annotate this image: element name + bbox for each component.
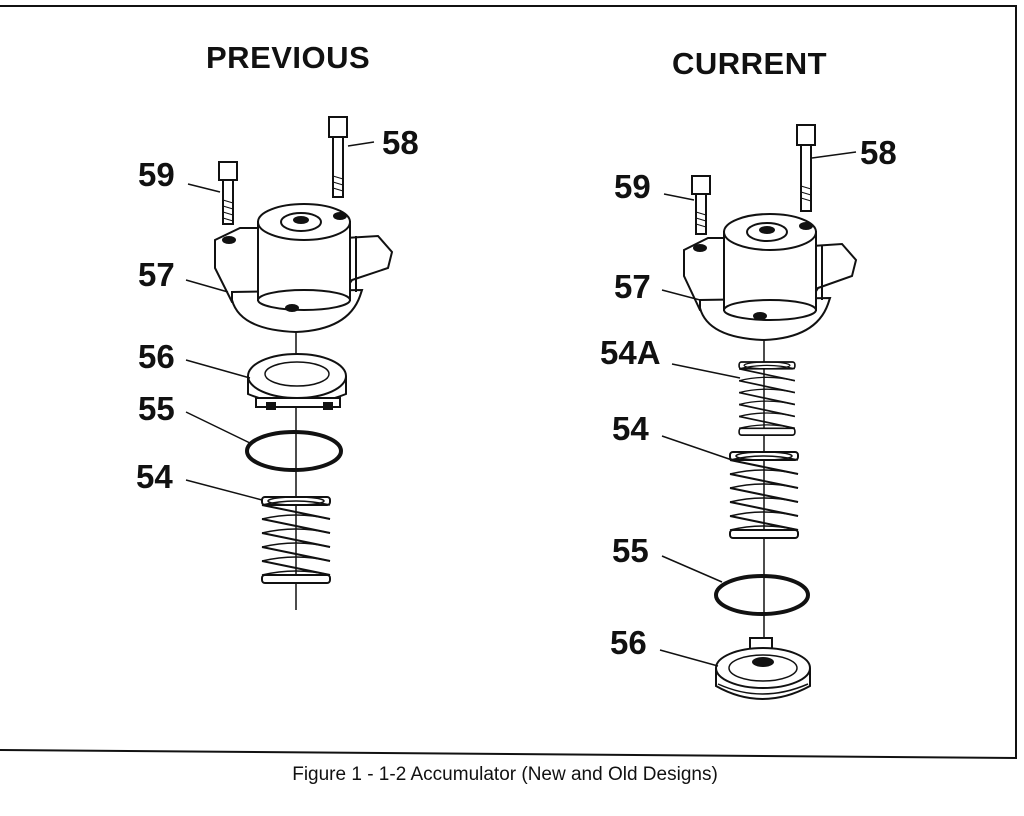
callout-58-current: 58 (860, 134, 897, 171)
piston-56-previous (247, 353, 347, 410)
callout-56-current: 56 (610, 624, 647, 661)
bolt-58-current (796, 124, 816, 212)
housing-57-current (683, 213, 858, 342)
callout-59-current: 59 (614, 168, 651, 205)
piston-56-current (715, 637, 811, 700)
callout-59-previous: 59 (138, 156, 175, 193)
callout-57-previous: 57 (138, 256, 175, 293)
seal-55-current (714, 574, 810, 616)
bolt-58-previous (328, 116, 348, 198)
figure-caption: Figure 1 - 1-2 Accumulator (New and Old … (292, 764, 718, 785)
housing-57-previous (214, 203, 394, 334)
callout-55-current: 55 (612, 532, 649, 569)
previous-assembly (185, 116, 394, 610)
callout-58-previous: 58 (382, 124, 419, 161)
bolt-59-current (691, 175, 711, 235)
bolt-59-previous (218, 161, 238, 225)
callout-57-current: 57 (614, 268, 651, 305)
callout-54-current: 54 (612, 410, 649, 447)
callout-55-previous: 55 (138, 390, 175, 427)
previous-title: PREVIOUS (206, 40, 371, 75)
callout-54a-current: 54A (600, 334, 661, 371)
current-assembly (659, 124, 858, 700)
spring-54a-current (738, 361, 796, 436)
callout-54-previous: 54 (136, 458, 173, 495)
figure-border (0, 5, 1017, 760)
seal-55-previous (245, 430, 343, 472)
callout-56-previous: 56 (138, 338, 175, 375)
current-title: CURRENT (672, 46, 828, 81)
